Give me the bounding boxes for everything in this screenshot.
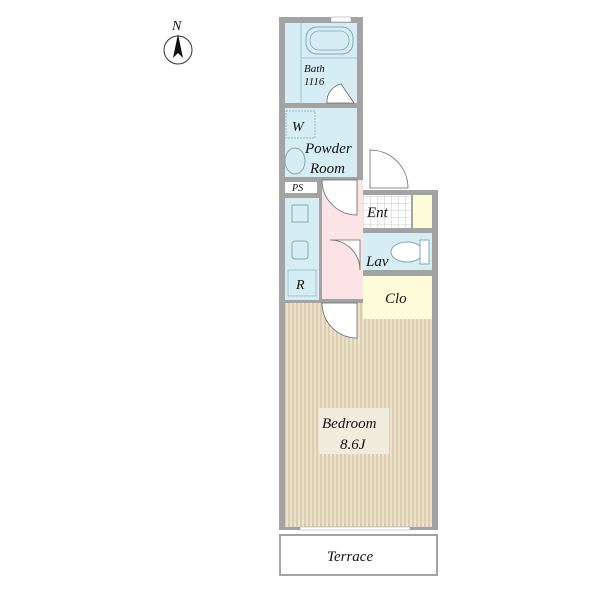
toilet-icon	[390, 241, 424, 263]
terrace	[279, 534, 438, 576]
fridge-label: R	[295, 278, 305, 293]
north-compass-icon: N	[163, 19, 193, 65]
bathtub-icon	[305, 26, 354, 55]
powder-label-1: Powder	[304, 141, 352, 157]
lavatory-label: Lav	[365, 254, 389, 270]
bedroom-label: Bedroom	[322, 416, 377, 432]
bedroom-label-box	[319, 408, 389, 454]
bath-door[interactable]	[326, 83, 355, 104]
bath-label: Bath	[304, 63, 325, 75]
entrance	[363, 195, 411, 228]
ps-label: PS	[291, 183, 303, 194]
lav-door[interactable]	[329, 239, 361, 271]
fridge-space	[287, 269, 317, 297]
pipe-space	[285, 182, 317, 193]
bath-window	[330, 16, 352, 23]
front-door[interactable]	[369, 149, 409, 189]
terrace-window	[299, 526, 411, 531]
shoe-closet	[413, 195, 432, 228]
powder-label-2: Room	[309, 161, 345, 177]
washer-label: W	[292, 120, 305, 135]
entrance-label: Ent	[366, 205, 389, 221]
washer-space	[285, 110, 316, 139]
bath-size: 1116	[304, 76, 325, 88]
powder-door[interactable]	[321, 179, 358, 216]
kitchen-sink-icon	[291, 240, 309, 260]
powder-room	[285, 108, 357, 177]
stove-icon	[291, 204, 309, 223]
bedroom-size: 8.6J	[340, 437, 367, 453]
terrace-label: Terrace	[327, 549, 373, 565]
bedroom-door[interactable]	[321, 302, 358, 339]
compass-label: N	[171, 19, 182, 34]
sink-icon	[284, 147, 306, 175]
